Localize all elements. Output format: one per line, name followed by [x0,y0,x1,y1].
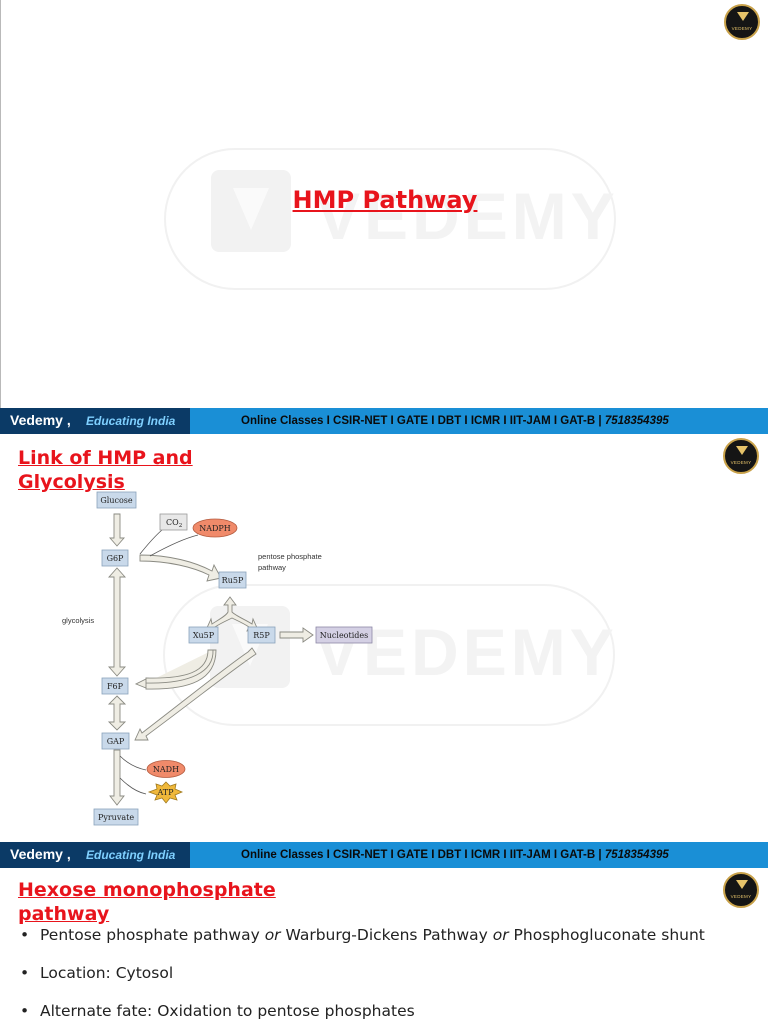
watermark-text: VEDEMY [316,179,619,253]
label-nucleotides: Nucleotides [320,631,368,640]
footer-banner: Vedemy , Educating India Online Classes … [0,842,768,868]
nadph-ellipse [192,518,238,538]
bullet-list: • Pentose phosphate pathway or Warburg-D… [20,926,760,1024]
arrow-gap-pyruvate [109,749,125,806]
atp-burst-icon [147,781,184,804]
arrow-co2 [139,529,163,555]
label-ru5p: Ru5P [222,576,244,585]
brand-name: Vedemy , [10,412,71,428]
arrow-ru5p-split [205,596,259,632]
label-xu5p: Xu5P [193,631,215,640]
slide-hmp-intro: VEDEMY Hexose monophosphate pathway • Pe… [0,868,768,1024]
box-pyruvate [93,808,139,826]
arrow-f6p-gap [107,695,127,731]
box-glucose [96,491,137,509]
label-pentose-line2: pathway [258,563,286,572]
label-pentose-line1: pentose phosphate [258,552,322,561]
banner-phone: 7518354395 [604,849,669,861]
arrow-atp [119,777,147,795]
label-glycolysis: glycolysis [62,616,94,625]
slide-link-hmp-glycolysis: VEDEMY VEDEMY Link of HMP and Glycolysis… [0,434,768,842]
box-co2 [159,513,188,531]
bullet-item: • Location: Cytosol [20,964,174,982]
pathway-diagram: Glucose CO2 NADPH G6P pentose phosphate … [62,491,373,826]
box-nucleotides [315,626,373,644]
box-f6p [101,677,129,695]
slide-heading: Hexose monophosphate pathway [18,879,276,925]
label-pyruvate: Pyruvate [98,813,134,822]
label-gap: GAP [107,737,125,746]
banner-phone: 7518354395 [604,415,669,427]
vedemy-logo-icon: VEDEMY [724,4,760,40]
label-nadh: NADH [153,765,179,774]
banner-courses: Online Classes I CSIR-NET I GATE I DBT I… [241,849,669,861]
arrow-merge-gap [134,647,257,741]
label-g6p: G6P [107,554,124,563]
banner-brand-area: Vedemy , Educating India [0,408,190,434]
nadh-ellipse [146,760,186,778]
box-xu5p [188,626,219,644]
footer-banner: Vedemy , Educating India Online Classes … [0,408,768,434]
watermark: VEDEMY [164,148,616,290]
arrow-merge-f6p [134,649,217,690]
arrow-nadph [149,534,199,557]
slide-title-text: HMP Pathway [292,186,478,214]
box-r5p [247,626,276,644]
arrow-glucose-g6p [109,513,125,547]
banner-courses: Online Classes I CSIR-NET I GATE I DBT I… [241,415,669,427]
box-ru5p [218,571,247,589]
brand-name: Vedemy , [10,846,71,862]
arrow-r5p-nucleotides [279,627,314,643]
arrow-nadh [119,755,147,771]
bullet-item: • Pentose phosphate pathway or Warburg-D… [20,926,705,944]
arrow-g6p-ru5p [139,554,222,582]
banner-brand-area: Vedemy , Educating India [0,842,190,868]
vedemy-logo-icon: VEDEMY [723,872,759,908]
box-gap [101,732,130,750]
brand-tagline: Educating India [86,848,176,862]
label-r5p: R5P [253,631,270,640]
label-atp: ATP [156,788,174,797]
bullet-item: • Alternate fate: Oxidation to pentose p… [20,1002,415,1020]
slide-heading: Link of HMP and Glycolysis [18,447,193,493]
watermark-logo-icon [211,170,291,252]
label-glucose: Glucose [100,496,133,505]
label-nadph: NADPH [199,524,231,533]
brand-tagline: Educating India [86,414,176,428]
slide-title: VEDEMY VEDEMY HMP Pathway [0,0,768,408]
vedemy-logo-icon: VEDEMY [723,438,759,474]
box-g6p [101,549,129,567]
label-f6p: F6P [107,682,124,691]
arrow-g6p-f6p [107,567,127,677]
label-co2: CO2 [166,518,182,529]
